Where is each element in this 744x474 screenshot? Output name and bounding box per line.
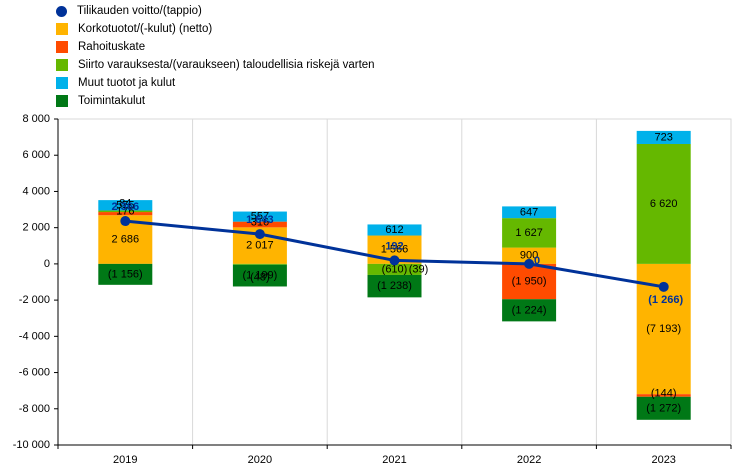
bar-rahoituskate-2023 <box>636 394 691 397</box>
x-tick-label: 2023 <box>651 454 675 466</box>
y-tick-label: 0 <box>44 258 50 270</box>
legend-swatch <box>56 59 68 71</box>
y-tick-label: -4 000 <box>19 330 50 342</box>
x-tick-label: 2020 <box>248 454 272 466</box>
bar-rahoituskate-2022 <box>502 263 557 300</box>
bar-data-label: (1 950) <box>512 276 547 288</box>
legend-label: Tilikauden voitto/(tappio) <box>77 5 202 17</box>
line-data-label: 0 <box>534 255 540 267</box>
bar-data-label: 176 <box>116 206 134 218</box>
line-point-2020 <box>254 229 265 240</box>
line-point-2019 <box>120 216 131 227</box>
line-point-2022 <box>524 258 535 269</box>
bar-data-label: (1 156) <box>108 268 143 280</box>
y-tick-label: 8 000 <box>22 113 50 125</box>
bar-siirto-varauksesta-varaukseen-taloudellisia-riskej-varten-2019 <box>98 210 153 213</box>
bar-data-label: (48) <box>250 271 270 283</box>
bar-data-label: 723 <box>655 131 673 143</box>
bar-data-label-extra: (39) <box>409 264 429 276</box>
legend-item: Tilikauden voitto/(tappio) <box>56 2 375 20</box>
bar-korkotuotot-kulut-netto-2022 <box>502 247 557 264</box>
legend-label: Korkotuotot/(-kulut) (netto) <box>78 23 213 35</box>
bar-data-label: 575 <box>116 199 134 211</box>
y-tick-label: -6 000 <box>19 367 50 379</box>
line-data-label: 1 643 <box>246 214 274 226</box>
y-tick-label: 4 000 <box>22 185 50 197</box>
y-tick-label: 6 000 <box>22 149 50 161</box>
legend-swatch <box>56 5 67 17</box>
bar-data-label: 1 627 <box>515 227 543 239</box>
bar-data-label: 84 <box>119 197 131 209</box>
y-tick-label: -2 000 <box>19 294 50 306</box>
bar-muut-tuotot-ja-kulut-2021 <box>367 224 422 236</box>
bar-data-label: 612 <box>385 224 403 236</box>
bar-siirto-varauksesta-varaukseen-taloudellisia-riskej-varten-2020 <box>232 263 287 265</box>
bar-data-label: (610) <box>382 263 408 275</box>
bar-data-label: 557 <box>251 211 269 223</box>
bar-data-label: 900 <box>520 250 538 262</box>
bar-data-label: 2 686 <box>112 234 140 246</box>
line-data-label: 2 366 <box>112 201 140 213</box>
bar-toimintakulut-2020 <box>232 264 287 287</box>
bar-toimintakulut-2023 <box>636 396 691 420</box>
legend: Tilikauden voitto/(tappio) Korkotuotot/(-… <box>56 2 375 110</box>
bar-data-label: 1 566 <box>381 244 409 256</box>
legend-item: Rahoituskate <box>56 38 375 56</box>
y-tick-label: -8 000 <box>19 403 50 415</box>
bar-data-label: (1 199) <box>242 270 277 282</box>
legend-swatch <box>56 41 68 53</box>
bar-siirto-varauksesta-varaukseen-taloudellisia-riskej-varten-2023 <box>636 143 691 264</box>
bar-rahoituskate-2020 <box>232 221 287 228</box>
legend-swatch <box>56 95 68 107</box>
bar-toimintakulut-2022 <box>502 299 557 322</box>
bar-data-label: (1 224) <box>512 304 547 316</box>
legend-label: Toimintakulut <box>78 95 146 107</box>
bar-data-label: 6 620 <box>650 198 678 210</box>
line-data-label: 192 <box>385 240 403 252</box>
bar-muut-tuotot-ja-kulut-2019 <box>98 200 153 211</box>
bar-rahoituskate-2019 <box>98 212 153 216</box>
legend-item: Siirto varauksesta/(varaukseen) taloudel… <box>56 56 375 74</box>
bar-muut-tuotot-ja-kulut-2023 <box>636 130 691 144</box>
line-point-2021 <box>389 255 400 266</box>
legend-item: Korkotuotot/(-kulut) (netto) <box>56 20 375 38</box>
bar-siirto-varauksesta-varaukseen-taloudellisia-riskej-varten-2021 <box>367 263 422 275</box>
x-tick-label: 2019 <box>113 454 137 466</box>
bar-data-label: (144) <box>651 387 677 399</box>
legend-swatch <box>56 23 68 35</box>
legend-swatch <box>56 77 68 89</box>
bar-data-label: (7 193) <box>646 323 681 335</box>
bar-data-label: 2 017 <box>246 240 274 252</box>
bar-data-label: 647 <box>520 206 538 218</box>
line-data-label: (1 266) <box>648 294 683 306</box>
line-point-2023 <box>658 281 669 292</box>
bar-toimintakulut-2019 <box>98 263 153 285</box>
bar-siirto-varauksesta-varaukseen-taloudellisia-riskej-varten-2022 <box>502 218 557 248</box>
legend-label: Siirto varauksesta/(varaukseen) taloudel… <box>78 59 375 71</box>
y-tick-label: 2 000 <box>22 222 50 234</box>
legend-label: Muut tuotot ja kulut <box>78 77 176 89</box>
bar-data-label: (1 238) <box>377 280 412 292</box>
legend-label: Rahoituskate <box>78 41 146 53</box>
bar-toimintakulut-2021 <box>367 274 422 298</box>
bar-muut-tuotot-ja-kulut-2020 <box>232 211 287 222</box>
bar-muut-tuotot-ja-kulut-2022 <box>502 206 557 219</box>
bar-data-label: (1 272) <box>646 402 681 414</box>
bar-data-label: 316 <box>251 216 269 228</box>
y-tick-label: -10 000 <box>13 439 50 451</box>
x-tick-label: 2022 <box>517 454 541 466</box>
x-tick-label: 2021 <box>382 454 406 466</box>
legend-item: Toimintakulut <box>56 92 375 110</box>
legend-item: Muut tuotot ja kulut <box>56 74 375 92</box>
